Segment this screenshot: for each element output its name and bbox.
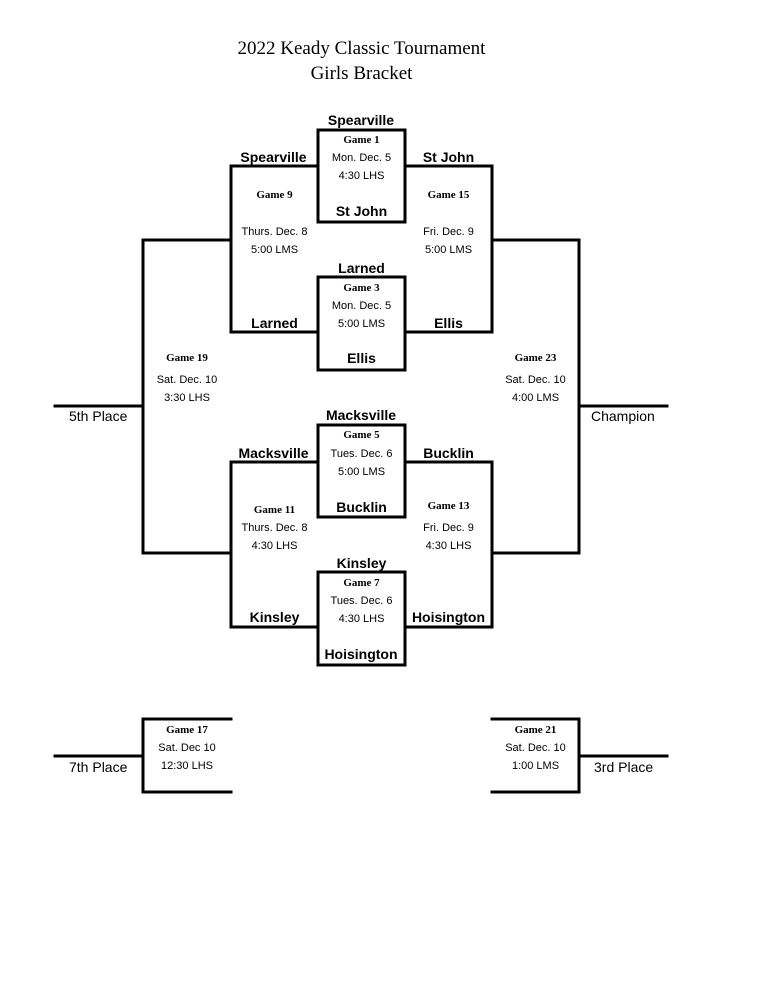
game17-date: Sat. Dec 10 xyxy=(158,742,216,754)
team-macksville: Macksville xyxy=(325,407,397,423)
team-ellis: Ellis xyxy=(347,350,376,366)
game15-team-bottom: Ellis xyxy=(434,315,463,331)
game1-name: Game 1 xyxy=(343,134,380,146)
game17-name: Game 17 xyxy=(166,724,208,736)
game11-time: 4:30 LHS xyxy=(251,540,298,552)
game13-team-bottom: Hoisington xyxy=(411,609,486,625)
game9-date: Thurs. Dec. 8 xyxy=(241,226,308,238)
game9-name: Game 9 xyxy=(256,189,293,201)
champion-label: Champion xyxy=(591,408,655,424)
game15-team-top: St John xyxy=(422,149,475,165)
page-title: 2022 Keady Classic Tournament xyxy=(237,38,486,59)
game7-time: 4:30 LHS xyxy=(338,613,385,625)
game13-bracket xyxy=(403,460,494,629)
game15-time: 5:00 LMS xyxy=(424,244,473,256)
team-kinsley: Kinsley xyxy=(336,555,387,571)
game11-team-top: Macksville xyxy=(238,445,309,461)
game19-bracket xyxy=(141,238,233,555)
game3-bracket xyxy=(316,275,407,372)
game7-date: Tues. Dec. 6 xyxy=(330,595,393,607)
game7-name: Game 7 xyxy=(343,577,380,589)
game3-date: Mon. Dec. 5 xyxy=(331,300,392,312)
game15-name: Game 15 xyxy=(427,189,470,201)
game3-time: 5:00 LMS xyxy=(337,318,386,330)
game11-team-bottom: Kinsley xyxy=(249,609,300,625)
game9-bracket xyxy=(229,164,320,334)
game5-time: 5:00 LMS xyxy=(337,466,386,478)
fifth-place-label: 5th Place xyxy=(69,408,128,424)
game19-time: 3:30 LHS xyxy=(164,392,210,404)
game9-team-bottom: Larned xyxy=(251,315,298,331)
game19-name: Game 19 xyxy=(166,352,208,364)
game3-name: Game 3 xyxy=(343,282,380,294)
team-larned: Larned xyxy=(338,260,385,276)
game21-time: 1:00 LMS xyxy=(511,760,560,772)
third-place-label: 3rd Place xyxy=(594,759,654,775)
game5-name: Game 5 xyxy=(343,429,380,441)
game11-bracket xyxy=(229,460,320,629)
game15-date: Fri. Dec. 9 xyxy=(423,226,474,238)
team-spearville: Spearville xyxy=(327,112,395,128)
game1-bracket xyxy=(316,128,407,224)
seventh-place-label: 7th Place xyxy=(69,759,128,775)
game5-bracket xyxy=(316,423,407,519)
team-st-john: St John xyxy=(335,203,388,219)
game1-date: Mon. Dec. 5 xyxy=(331,152,392,164)
game21-date: Sat. Dec. 10 xyxy=(505,742,566,754)
game13-date: Fri. Dec. 9 xyxy=(423,522,474,534)
game7-bracket xyxy=(316,570,407,667)
game9-time: 5:00 LMS xyxy=(250,244,299,256)
game23-bracket xyxy=(490,238,581,555)
team-hoisington: Hoisington xyxy=(324,646,398,662)
game11-date: Thurs. Dec. 8 xyxy=(241,522,308,534)
game13-name: Game 13 xyxy=(427,500,470,512)
game1-time: 4:30 LHS xyxy=(338,170,385,182)
game15-bracket xyxy=(403,164,494,334)
game17-time: 12:30 LHS xyxy=(161,760,213,772)
game5-date: Tues. Dec. 6 xyxy=(330,448,393,460)
game11-name: Game 11 xyxy=(253,504,296,516)
game9-team-top: Spearville xyxy=(240,149,307,165)
team-bucklin: Bucklin xyxy=(336,499,387,515)
game23-date: Sat. Dec. 10 xyxy=(505,374,566,386)
game19-date: Sat. Dec. 10 xyxy=(156,374,218,386)
game23-time: 4:00 LMS xyxy=(511,392,560,404)
page-subtitle: Girls Bracket xyxy=(310,63,413,84)
game13-team-top: Bucklin xyxy=(423,445,474,461)
game23-name: Game 23 xyxy=(514,352,557,364)
game13-time: 4:30 LHS xyxy=(425,540,472,552)
game21-name: Game 21 xyxy=(514,724,557,736)
